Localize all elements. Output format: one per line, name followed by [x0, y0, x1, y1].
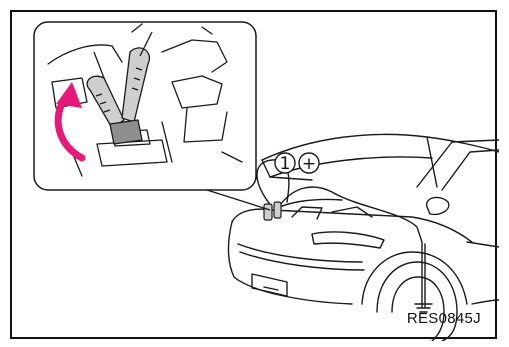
diagram-frame: 1 + RES0845J: [10, 10, 497, 339]
reference-code: RES0845J: [407, 310, 481, 327]
jump-start-illustration: 1 +: [12, 12, 499, 341]
positive-terminal-label: +: [302, 154, 316, 174]
callout-number-1: 1: [275, 153, 295, 174]
leader-line: [207, 190, 270, 210]
positive-terminal-icon: +: [299, 153, 319, 174]
terminal-clamp: [264, 202, 281, 220]
callout-number-label: 1: [280, 154, 291, 174]
jumper-cable: [257, 160, 432, 312]
inset-zoom-view: [34, 22, 256, 190]
